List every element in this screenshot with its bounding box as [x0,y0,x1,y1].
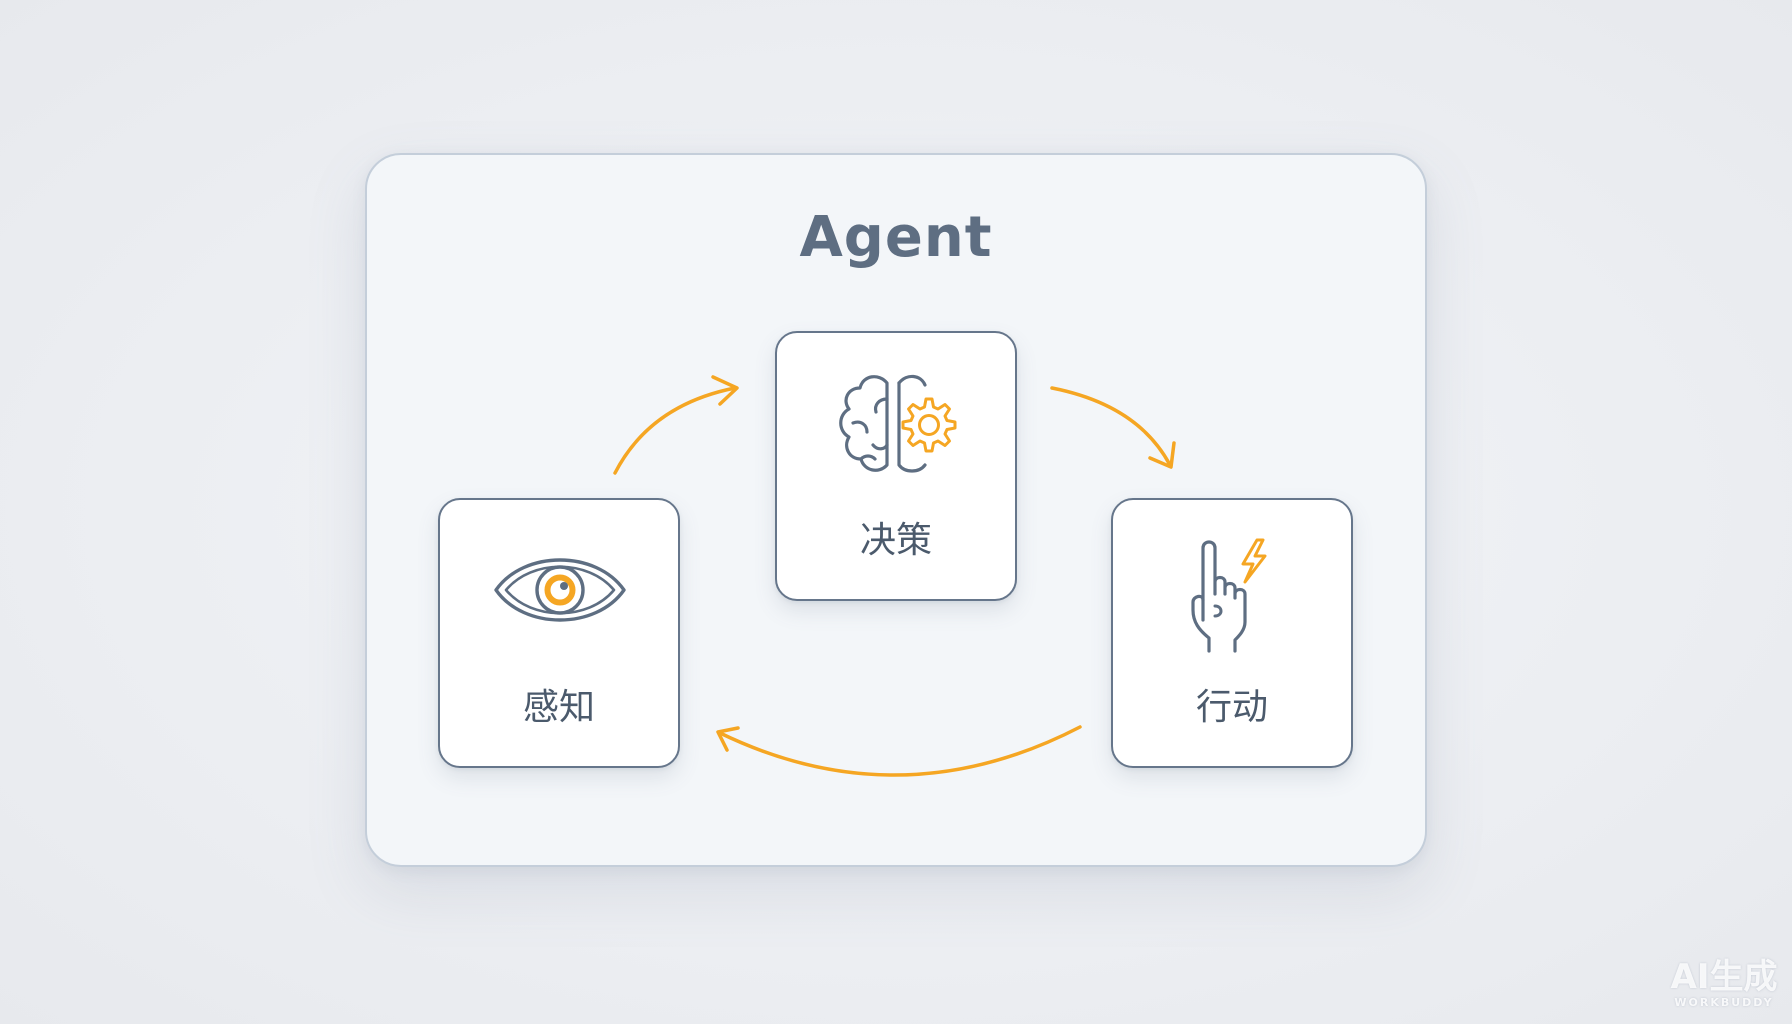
ai-generated-watermark: AI生成 WORKBUDDY [1664,958,1784,1010]
node-perceive: 感知 [438,498,680,768]
arrowhead-perceive-to-decide [711,375,739,406]
brain-gear-icon [839,374,957,473]
arrowhead-act-to-perceive [716,726,740,752]
watermark-main: AI生成 [1670,957,1778,997]
node-act: 行动 [1111,498,1353,768]
arrowhead-decide-to-act [1148,441,1176,469]
node-label-decide: 决策 [859,520,932,561]
arrow-act-to-perceive [718,725,1082,777]
watermark-sub: WORKBUDDY [1674,996,1774,1009]
hand-lightning-icon [1191,538,1267,653]
diagram-title: Agent [799,205,993,270]
eye-icon [494,558,626,622]
node-label-act: 行动 [1195,687,1268,728]
arrow-decide-to-act [1050,386,1172,467]
node-decide: 决策 [775,331,1017,601]
arrow-perceive-to-decide [613,386,737,475]
node-label-perceive: 感知 [522,687,595,728]
